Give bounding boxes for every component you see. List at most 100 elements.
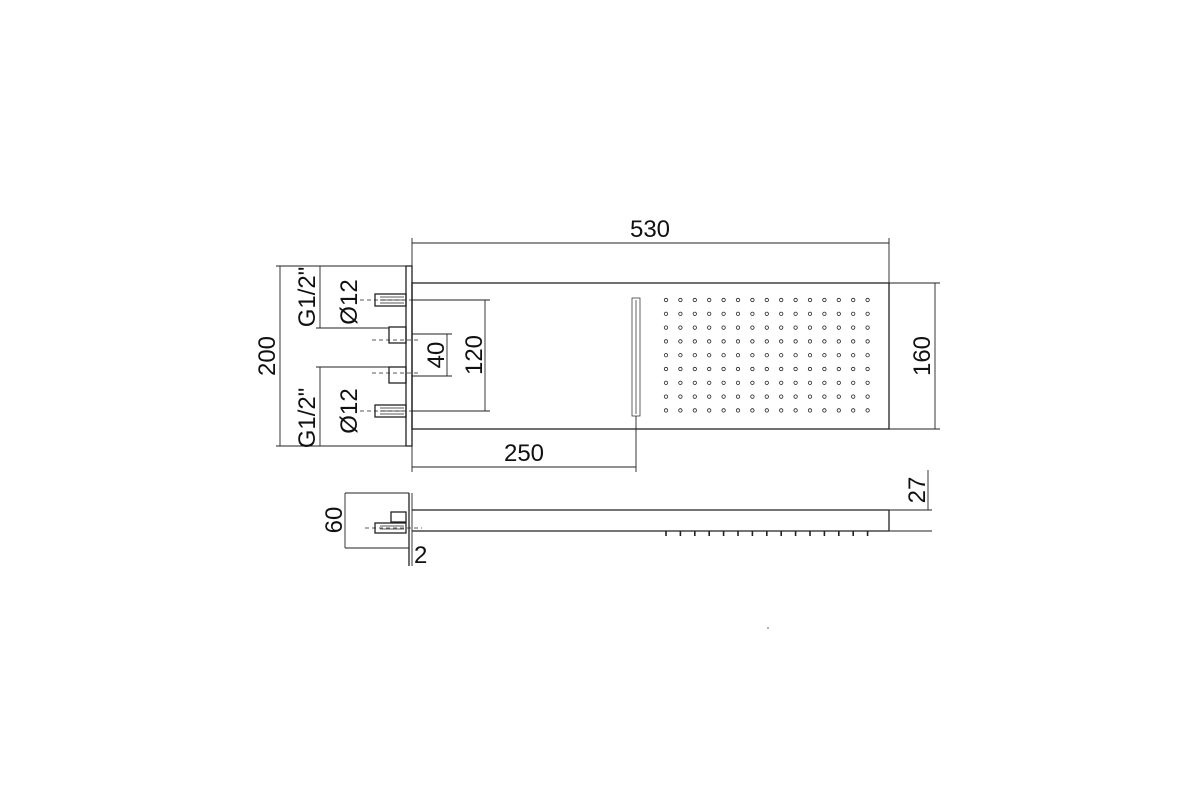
nozzle (707, 325, 712, 330)
nozzle (807, 408, 813, 413)
nozzle (836, 380, 841, 385)
nozzle (663, 366, 669, 372)
nozzle (750, 380, 755, 385)
top-view: 530 200 G1/2" G1/2" Ø12 Ø12 40 120 160 (254, 216, 940, 472)
nozzle (836, 353, 841, 358)
mount-pin-upper (388, 326, 407, 344)
nozzle (865, 339, 870, 344)
nozzle (779, 380, 784, 385)
nozzle (721, 366, 726, 372)
nozzle (750, 408, 755, 413)
nozzle (793, 353, 798, 358)
nozzle (750, 353, 755, 358)
nozzle (822, 380, 827, 385)
stray-dot (767, 627, 769, 629)
nozzle (663, 380, 669, 385)
nozzle (865, 353, 870, 358)
nozzle (779, 297, 784, 303)
nozzle (707, 311, 712, 316)
dim-27-label: 27 (904, 477, 931, 504)
nozzle (750, 325, 755, 330)
nozzle (721, 353, 726, 358)
nozzle (764, 394, 769, 399)
nozzle (793, 297, 798, 303)
nozzle (663, 394, 669, 399)
nozzle (851, 408, 856, 413)
nozzle (807, 297, 813, 303)
nozzle (807, 380, 813, 385)
nozzle (865, 297, 870, 303)
nozzle (721, 408, 726, 413)
nozzle (678, 339, 683, 344)
nozzle (707, 380, 712, 385)
nozzle (836, 394, 841, 399)
nozzle (807, 325, 813, 330)
nozzle (851, 394, 856, 399)
nozzle (822, 408, 827, 413)
nozzle (822, 311, 827, 316)
nozzle (822, 297, 827, 303)
nozzle (807, 366, 813, 372)
nozzle (764, 366, 769, 372)
nozzle (750, 366, 755, 372)
nozzle (851, 325, 856, 330)
nozzle (678, 366, 683, 372)
diameter-label-top: Ø12 (336, 279, 363, 324)
nozzle (851, 339, 856, 344)
nozzle (692, 408, 697, 413)
nozzle (851, 380, 856, 385)
nozzle (764, 325, 769, 330)
nozzle (721, 394, 726, 399)
nozzle (692, 380, 697, 385)
nozzle (836, 297, 841, 303)
nozzle (807, 311, 813, 316)
nozzle (822, 394, 827, 399)
shower-head-outline (411, 282, 890, 430)
nozzle (692, 325, 697, 330)
nozzle (764, 297, 769, 303)
nozzle (807, 394, 813, 399)
dim-160-label: 160 (909, 336, 936, 376)
nozzle (836, 366, 841, 372)
nozzle (721, 339, 726, 344)
nozzle (836, 325, 841, 330)
thread-label-bottom: G1/2" (294, 388, 321, 449)
nozzle (707, 297, 712, 303)
nozzle (865, 394, 870, 399)
nozzle (807, 339, 813, 344)
nozzle (721, 297, 726, 303)
nozzle (678, 311, 683, 316)
mount-pin-lower (388, 366, 407, 384)
nozzle (779, 366, 784, 372)
nozzle (764, 380, 769, 385)
nozzle (735, 339, 741, 344)
nozzle (678, 325, 683, 330)
nozzle (721, 380, 726, 385)
nozzle (735, 297, 741, 303)
nozzle (750, 339, 755, 344)
nozzle (822, 353, 827, 358)
nozzle (663, 353, 669, 358)
nozzle (851, 297, 856, 303)
nozzle (735, 408, 741, 413)
nozzle (764, 339, 769, 344)
dim-40-label: 40 (423, 342, 450, 369)
nozzle (692, 297, 697, 303)
nozzle (865, 325, 870, 330)
dim-2-label: 2 (414, 542, 427, 569)
nozzle (707, 408, 712, 413)
wall-plate (405, 265, 413, 447)
nozzle (692, 339, 697, 344)
nozzle (750, 297, 755, 303)
nozzle (779, 311, 784, 316)
dim-530-label: 530 (630, 216, 670, 243)
nozzle (851, 353, 856, 358)
nozzle (735, 380, 741, 385)
nozzle (678, 394, 683, 399)
thread-label-top: G1/2" (294, 267, 321, 328)
nozzle (865, 366, 870, 372)
nozzle (779, 339, 784, 344)
nozzle (735, 311, 741, 316)
nozzle (678, 297, 683, 303)
